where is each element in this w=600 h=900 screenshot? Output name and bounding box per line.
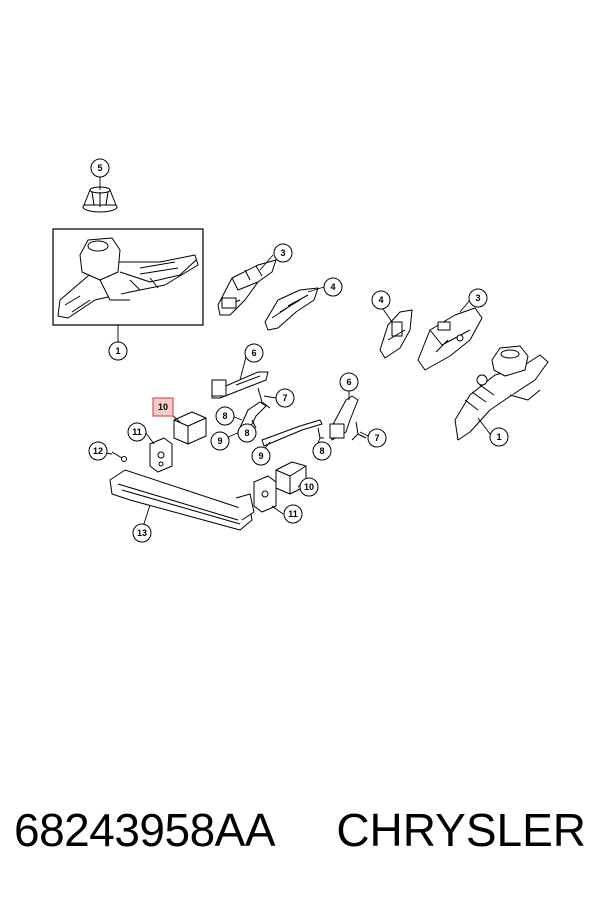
callout-label: 8	[319, 446, 324, 456]
callout-label: 1	[115, 346, 120, 356]
callout-label: 7	[282, 393, 287, 403]
callout-bubble	[339, 372, 359, 392]
part-12-drawing	[111, 451, 127, 462]
callout-label: 3	[475, 293, 480, 303]
callout-c13: 13	[132, 523, 152, 543]
callout-c8b: 8	[237, 423, 257, 443]
callout-c6b: 6	[339, 372, 359, 392]
callout-c11b: 11	[283, 504, 303, 524]
callout-bubble	[244, 343, 264, 363]
callout-c9a: 9	[210, 431, 230, 451]
callout-c12: 12	[88, 441, 108, 461]
callout-label: 8	[222, 411, 227, 421]
callout-bubble	[299, 477, 319, 497]
part-number: 68243958AA	[14, 804, 276, 856]
callout-label: 11	[132, 427, 142, 437]
callout-label: 9	[217, 436, 222, 446]
part-4-right-drawing	[379, 309, 413, 359]
callout-label: 4	[330, 282, 335, 292]
callout-bubble	[237, 423, 257, 443]
callout-label: 10	[304, 482, 314, 492]
callout-bubble	[251, 446, 271, 466]
part-11-left-drawing	[149, 437, 173, 473]
callout-c5: 5	[90, 158, 110, 178]
part-9-middle-drawing	[261, 419, 323, 447]
callout-label: 13	[137, 528, 147, 538]
callout-label: 5	[97, 163, 102, 173]
callout-c8c: 8	[312, 441, 332, 461]
part-8-middle-drawing	[317, 427, 324, 439]
callout-label: 4	[378, 295, 383, 305]
footer: 68243958AA CHRYSLER	[0, 795, 600, 875]
callout-bubble	[283, 504, 303, 524]
callout-bubble	[371, 290, 391, 310]
callout-c6a: 6	[244, 343, 264, 363]
callout-bubble	[127, 422, 147, 442]
callout-c7a: 7	[275, 388, 295, 408]
brand-name: CHRYSLER	[336, 804, 586, 856]
callout-c3b: 3	[468, 288, 488, 308]
callout-c8a: 8	[215, 406, 235, 426]
callout-bubble	[275, 388, 295, 408]
callout-c4a: 4	[323, 277, 343, 297]
callout-bubble	[88, 441, 108, 461]
callout-c7b: 7	[367, 428, 387, 448]
part-13-drawing	[109, 469, 255, 531]
part-5-drawing	[82, 186, 118, 213]
callout-label: 8	[244, 428, 249, 438]
callout-label: 6	[251, 348, 256, 358]
callout-label: 3	[280, 248, 285, 258]
part-4-upper-drawing	[264, 287, 319, 331]
part-6-left-drawing	[211, 371, 269, 399]
callout-label: 9	[258, 451, 263, 461]
part-7-right-drawing	[351, 421, 367, 441]
part-1-frame-box	[52, 228, 204, 326]
callout-bubble	[367, 428, 387, 448]
callout-bubble	[468, 288, 488, 308]
callout-bubble	[215, 406, 235, 426]
callout-bubble	[132, 523, 152, 543]
callout-label: 10	[158, 402, 168, 412]
callout-label: 7	[374, 433, 379, 443]
callout-c1b: 1	[489, 427, 509, 447]
callout-c10a: 10	[152, 397, 174, 417]
callout-bubble	[90, 158, 110, 178]
callout-bubble	[273, 243, 293, 263]
callout-c4b: 4	[371, 290, 391, 310]
callout-c9b: 9	[251, 446, 271, 466]
part-3-right-drawing	[417, 307, 483, 371]
callout-c11a: 11	[127, 422, 147, 442]
part-1-right-drawing	[454, 345, 549, 441]
part-10-left-drawing	[173, 411, 207, 445]
callout-bubble	[323, 277, 343, 297]
callout-label: 12	[93, 446, 103, 456]
callout-bubble	[152, 397, 174, 417]
callout-bubble	[489, 427, 509, 447]
callout-label: 11	[288, 509, 298, 519]
callout-bubble	[210, 431, 230, 451]
part-11-right-drawing	[253, 475, 277, 513]
callout-label: 6	[346, 377, 351, 387]
callout-c10b: 10	[299, 477, 319, 497]
callout-c1a: 1	[108, 341, 128, 361]
part-3-upper-drawing	[217, 259, 277, 316]
callout-bubble	[108, 341, 128, 361]
callout-c3a: 3	[273, 243, 293, 263]
callout-bubble	[312, 441, 332, 461]
callout-label: 1	[496, 432, 501, 442]
part-1-boxed-drawing	[57, 237, 199, 319]
part-6-right-drawing	[329, 395, 359, 441]
